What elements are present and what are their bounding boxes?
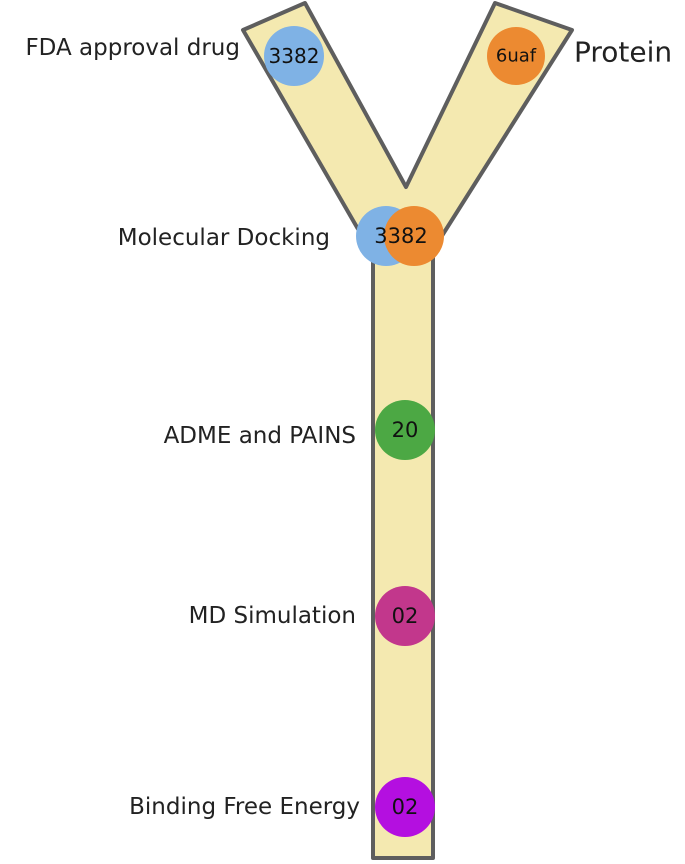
stage-label-binding-free-energy: Binding Free Energy xyxy=(129,794,360,820)
drug-source-label: FDA approval drug xyxy=(25,35,240,61)
adme-count-value: 20 xyxy=(392,418,419,442)
md-count-value: 02 xyxy=(392,604,419,628)
md-node xyxy=(375,586,435,646)
docking-count-value: 3382 xyxy=(374,224,427,248)
adme-node xyxy=(375,400,435,460)
stage-label-md-simulation: MD Simulation xyxy=(189,603,356,629)
protein-label: Protein xyxy=(574,36,672,69)
drug-count-node xyxy=(264,26,324,86)
drug-count-value: 3382 xyxy=(269,44,320,68)
protein-node xyxy=(487,27,545,85)
docking-protein-node xyxy=(384,206,444,266)
protein-id-value: 6uaf xyxy=(496,46,537,67)
bfe-count-value: 02 xyxy=(392,795,419,819)
stage-label-molecular-docking: Molecular Docking xyxy=(118,225,330,251)
stage-label-adme-pains: ADME and PAINS xyxy=(164,423,356,449)
bfe-node xyxy=(375,777,435,837)
